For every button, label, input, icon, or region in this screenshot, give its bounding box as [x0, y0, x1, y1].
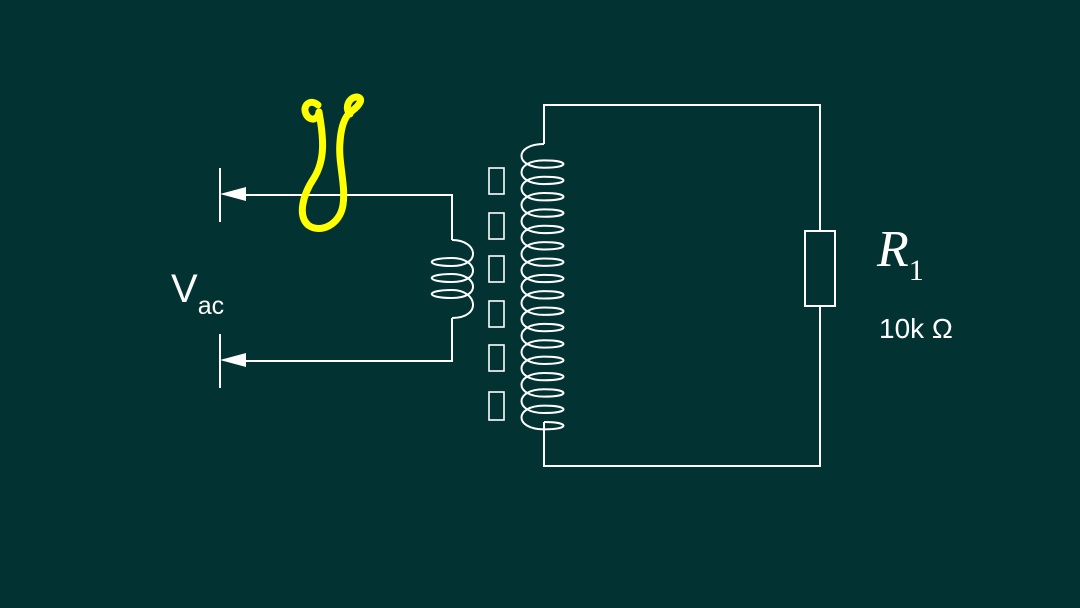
primary-wire-bottom — [246, 318, 453, 362]
resistor-value: 10k Ω — [879, 313, 953, 344]
input-terminal-top — [219, 168, 246, 222]
yellow-annotation-mark — [298, 93, 365, 232]
resistor-r1 — [804, 230, 836, 307]
primary-coil — [430, 239, 474, 319]
secondary-wire-bottom — [543, 306, 821, 467]
resistor-label-sub: 1 — [909, 254, 924, 287]
source-label: Vac — [171, 267, 224, 320]
resistor-label: R1 — [876, 221, 924, 287]
resistor-label-main: R — [876, 221, 909, 278]
input-terminal-bottom — [219, 334, 246, 388]
transformer-core — [488, 167, 505, 421]
secondary-coil — [520, 143, 565, 431]
primary-wire-top — [246, 194, 453, 240]
source-label-main: V — [171, 267, 198, 311]
source-label-sub: ac — [198, 292, 224, 320]
secondary-wire-top — [543, 104, 821, 231]
